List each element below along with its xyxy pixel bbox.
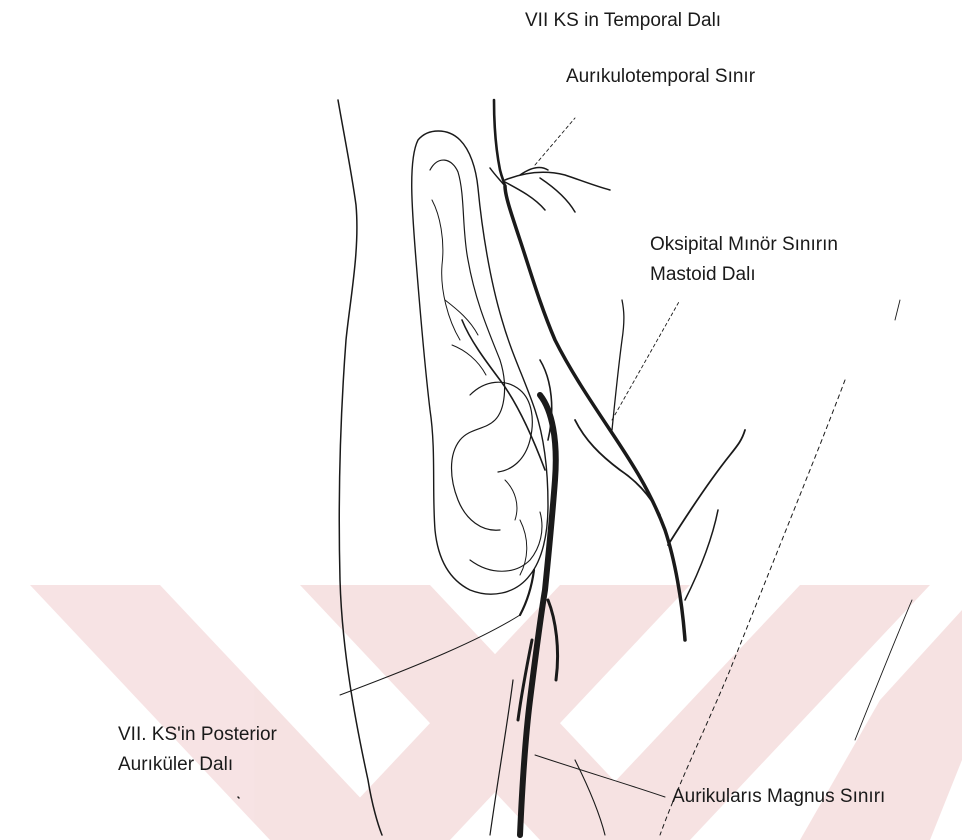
head-outline <box>338 100 382 835</box>
label-posterior-line2: Aurıküler Dalı <box>118 752 233 778</box>
ear-fold-2 <box>445 300 486 375</box>
great-auricular-trunk <box>520 395 556 835</box>
lesser-occipital-branch-3 <box>685 510 718 600</box>
mastoid-pointer <box>612 300 680 420</box>
lesser-occipital-branch-1 <box>575 420 660 515</box>
ear-tragus <box>505 480 527 575</box>
temporal-branch <box>494 100 505 186</box>
label-occipital-line2: Mastoid Dalı <box>650 262 756 288</box>
neck-contour <box>660 380 845 835</box>
neck-contour-2 <box>855 600 912 740</box>
mastoid-branch <box>612 300 624 430</box>
scm-outline <box>490 680 513 835</box>
auriculotemporal-pointer <box>535 118 575 165</box>
dot-mark <box>238 797 239 798</box>
ear-antihelix <box>430 160 505 530</box>
posterior-auricular-pointer <box>340 615 520 695</box>
lesser-occipital-branch-2 <box>668 430 745 545</box>
label-temporal-branch: VII KS in Temporal Dalı <box>525 8 721 34</box>
label-magnus: Aurikularıs Magnus Sınırı <box>672 784 885 810</box>
label-auriculotemporal: Aurıkulotemporal Sınır <box>566 64 755 90</box>
scm-outline-2 <box>575 760 605 835</box>
neck-contour-3 <box>895 300 900 320</box>
ear-lobe <box>470 512 542 571</box>
label-posterior-line1: VII. KS'in Posterior <box>118 722 277 748</box>
posterior-auricular-branch <box>520 570 534 615</box>
magnus-pointer <box>535 755 665 797</box>
ear-concha <box>470 382 532 472</box>
label-occipital-line1: Oksipital Mınör Sınırın <box>650 232 838 258</box>
ear-fold-1 <box>432 200 460 340</box>
